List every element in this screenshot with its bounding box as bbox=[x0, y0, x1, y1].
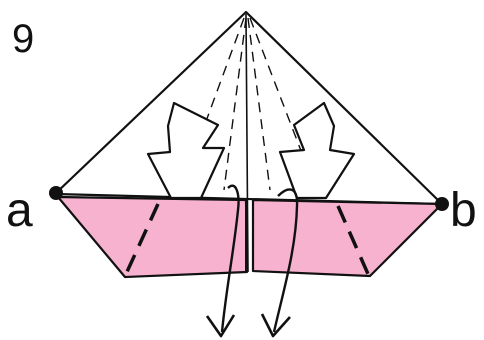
right-pink-flap bbox=[253, 200, 442, 276]
point-b-dot bbox=[435, 197, 449, 211]
dashed-line-right-inner bbox=[248, 18, 270, 190]
left-pull-arrowhead-icon bbox=[207, 315, 234, 336]
triangle-outline bbox=[55, 12, 442, 204]
left-push-arrow-icon bbox=[148, 103, 224, 198]
dashed-line-left-inner bbox=[224, 18, 246, 190]
right-push-arrow-icon bbox=[280, 103, 354, 198]
point-a-dot bbox=[49, 186, 63, 200]
point-a-label: a bbox=[6, 184, 33, 237]
left-pink-flap bbox=[58, 197, 247, 277]
step-number: 9 bbox=[12, 17, 34, 61]
point-b-label: b bbox=[450, 184, 477, 237]
